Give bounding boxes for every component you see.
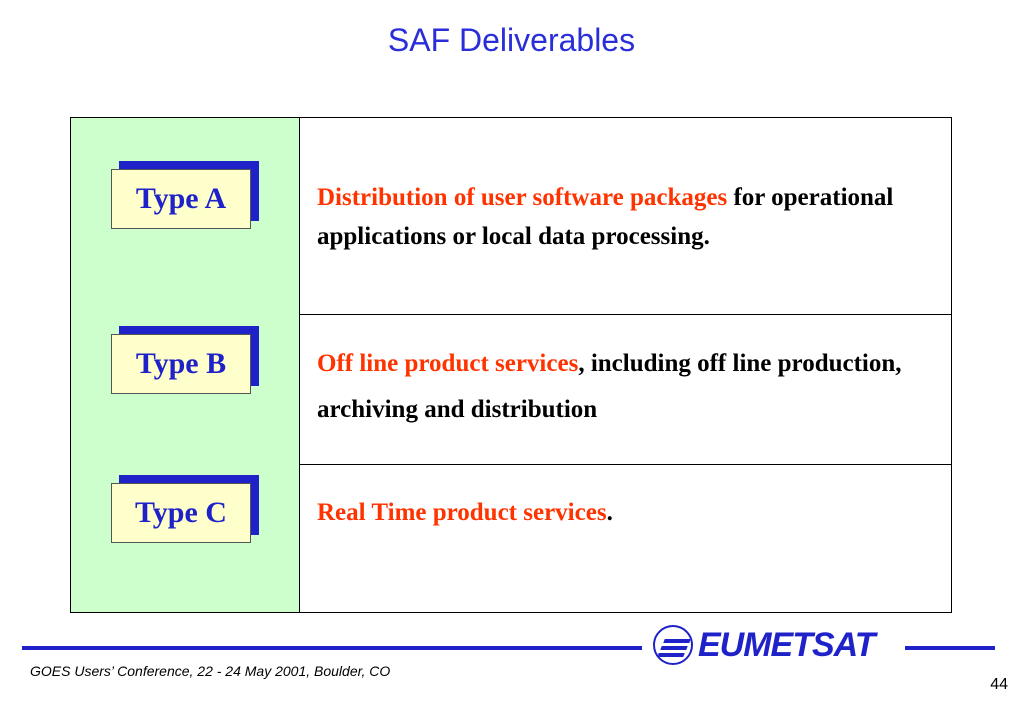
type-a-box: Type A — [111, 161, 259, 229]
type-c-description: Real Time product services. — [317, 495, 911, 531]
type-b-box: Type B — [111, 326, 259, 394]
type-a-rest: for operational applications or local da… — [317, 184, 894, 250]
logo-wordmark: EUMETSAT — [698, 626, 875, 664]
type-column: Type A Type B Type C — [71, 118, 300, 612]
slide-title: SAF Deliverables — [387, 22, 636, 58]
eumetsat-logo: EUMETSAT — [650, 624, 902, 670]
footer-rule-right — [905, 646, 995, 650]
deliverables-table: Type A Type B Type C Distribution of use… — [70, 117, 952, 613]
type-c-rest: . — [606, 499, 613, 526]
row-type-a: Distribution of user software packages f… — [300, 118, 951, 315]
type-a-description: Distribution of user software packages f… — [317, 178, 911, 256]
type-b-label: Type B — [111, 334, 251, 394]
type-b-highlight: Off line product services — [317, 350, 579, 377]
type-a-label: Type A — [111, 169, 251, 229]
row-type-b: Off line product services, including off… — [300, 315, 951, 465]
row-type-c: Real Time product services. — [300, 465, 951, 612]
type-a-highlight: Distribution of user software packages — [317, 184, 728, 211]
eumetsat-emblem-icon — [653, 625, 693, 665]
type-b-description: Off line product services, including off… — [317, 341, 911, 433]
type-c-highlight: Real Time product services — [317, 499, 607, 526]
type-b-rest: , including off line production, archivi… — [317, 350, 902, 423]
page-number: 44 — [990, 676, 1008, 693]
type-c-box: Type C — [111, 475, 259, 543]
type-c-label: Type C — [111, 483, 251, 543]
footer-rule-left — [22, 646, 642, 650]
footer-text: GOES Users’ Conference, 22 - 24 May 2001… — [30, 663, 391, 679]
